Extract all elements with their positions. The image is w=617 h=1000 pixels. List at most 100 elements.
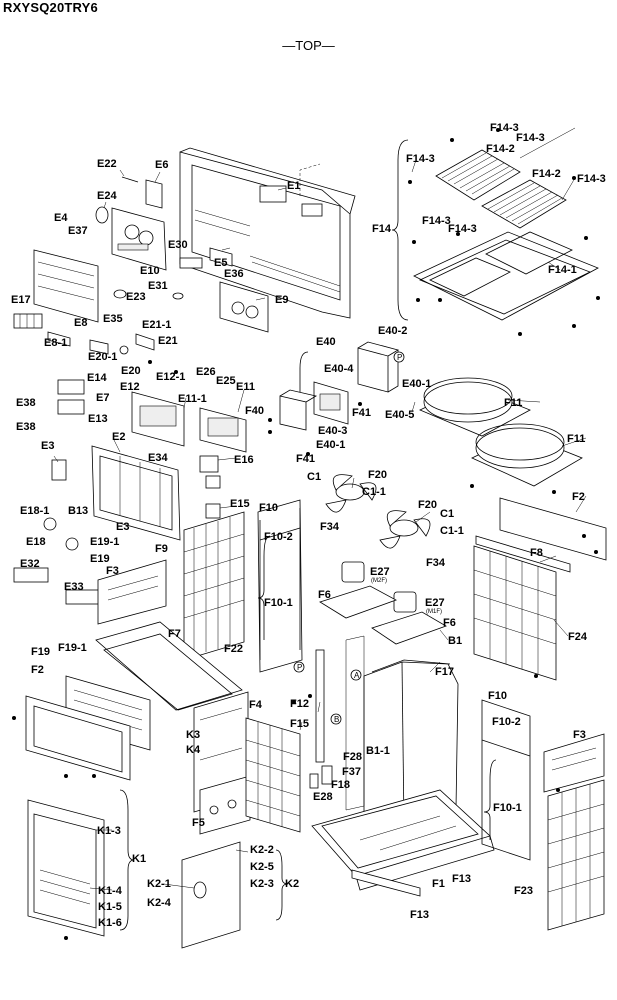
e22-screw-drawing (121, 176, 139, 183)
label-e27-upper: E27 (370, 566, 390, 578)
e20-1-part-drawing (89, 339, 109, 355)
label-f6-right: F6 (443, 617, 456, 629)
label-f34-upper: F34 (320, 521, 340, 533)
label-e17: E17 (11, 294, 31, 306)
label-e24: E24 (97, 190, 117, 202)
f10-left-brace (257, 535, 271, 640)
leader-lines (53, 127, 587, 891)
e11-board-drawing (199, 407, 247, 453)
label-e21-1: E21-1 (142, 319, 171, 331)
label-f13-bottom: F13 (410, 909, 429, 921)
label-f3-right: F3 (573, 729, 586, 741)
label-c1-lower: C1 (440, 508, 454, 520)
label-k2-2: K2-2 (250, 844, 274, 856)
label-e1: E1 (287, 180, 300, 192)
label-e28: E28 (313, 791, 333, 803)
label-f14-3-b: F14-3 (516, 132, 545, 144)
label-e15: E15 (230, 498, 250, 510)
label-e38-upper: E38 (16, 397, 36, 409)
label-e3-lower: E3 (116, 521, 129, 533)
label-e12-1: E12-1 (156, 371, 185, 383)
label-f19: F19 (31, 646, 50, 658)
label-f14-3-c: F14-3 (406, 153, 435, 165)
label-e11: E11 (236, 381, 255, 393)
f13-rail-drawing (351, 869, 421, 897)
label-e19: E19 (90, 553, 110, 565)
label-f14: F14 (372, 223, 392, 235)
screw-dots (12, 128, 600, 940)
p-marker-circle (393, 351, 405, 363)
k2-brace (275, 849, 289, 921)
e17-terminal-drawing (13, 313, 43, 329)
b-marker-circle (330, 713, 342, 725)
e20-part-drawing (119, 345, 129, 355)
f37-part-drawing (321, 765, 333, 785)
label-f11-lower: F11 (567, 433, 585, 445)
label-f8: F8 (530, 547, 543, 559)
label-e20: E20 (121, 365, 141, 377)
f8-rail-drawing (475, 535, 571, 573)
label-k2-1: K2-1 (147, 878, 171, 890)
f14-brace (391, 139, 409, 321)
label-f11-upper: F11 (504, 397, 522, 409)
label-k4: K4 (186, 744, 201, 756)
label-f41-lower: F41 (296, 453, 315, 465)
label-e8-1: E8-1 (44, 337, 67, 349)
f18-part-drawing (309, 773, 319, 789)
e32-plate-drawing (13, 567, 49, 583)
c1-propeller-fan-lower-drawing (379, 510, 431, 549)
f11-fan-guard-lower-drawing (471, 423, 583, 487)
label-f41-right: F41 (352, 407, 371, 419)
e31-part-drawing (172, 292, 184, 300)
label-f19-1: F19-1 (58, 642, 87, 654)
label-f14-3-f: F14-3 (448, 223, 477, 235)
f2-right-panel-drawing (499, 497, 607, 561)
label-f24: F24 (568, 631, 588, 643)
label-e40-5: E40-5 (385, 409, 414, 421)
label-e14: E14 (87, 372, 107, 384)
label-e4: E4 (54, 212, 68, 224)
f14-2-grille-left-drawing (435, 149, 521, 201)
label-f10-right: F10 (488, 690, 507, 702)
label-e40-4: E40-4 (324, 363, 354, 375)
e40-brace (299, 351, 309, 392)
f10-right-brace (483, 759, 497, 840)
e21-part-drawing (135, 333, 155, 351)
c1-propeller-fan-upper-drawing (325, 474, 377, 513)
label-f17: F17 (435, 666, 454, 678)
e40-box-drawing (357, 341, 400, 393)
label-m2f: (M2F) (371, 578, 387, 584)
e7-part-drawing (57, 399, 85, 415)
label-f18: F18 (331, 779, 350, 791)
e6-bracket-drawing (145, 179, 163, 209)
label-e3-upper: E3 (41, 440, 54, 452)
e40-pcb-drawing (313, 381, 349, 425)
k1-service-cover-drawing (27, 799, 105, 937)
e23-part-drawing (113, 289, 127, 299)
f14-top-panel-drawing (413, 231, 599, 321)
marker-p-lower: P (297, 663, 302, 672)
label-f23: F23 (514, 885, 533, 897)
label-f2-left: F2 (31, 664, 44, 676)
label-f7: F7 (168, 628, 181, 640)
label-f22: F22 (224, 643, 243, 655)
label-e33: E33 (64, 581, 84, 593)
label-f14-1: F14-1 (548, 264, 577, 276)
label-k3: K3 (186, 729, 200, 741)
f23-grid-drawing (547, 779, 605, 931)
f2-front-panel-left-drawing (25, 695, 131, 781)
label-f12: F12 (290, 698, 309, 710)
k2-part-drawing (181, 841, 241, 949)
label-f5: F5 (192, 817, 205, 829)
label-k2-4: K2-4 (147, 897, 172, 909)
label-f40: F40 (245, 405, 264, 417)
label-f13-right: F13 (452, 873, 471, 885)
label-f28: F28 (343, 751, 362, 763)
label-e22: E22 (97, 158, 117, 170)
label-f10-2-left: F10-2 (264, 531, 293, 543)
f3-left-panel-drawing (97, 559, 167, 625)
label-b1-1: B1-1 (366, 745, 390, 757)
label-e7: E7 (96, 392, 109, 404)
label-f20-upper: F20 (368, 469, 387, 481)
